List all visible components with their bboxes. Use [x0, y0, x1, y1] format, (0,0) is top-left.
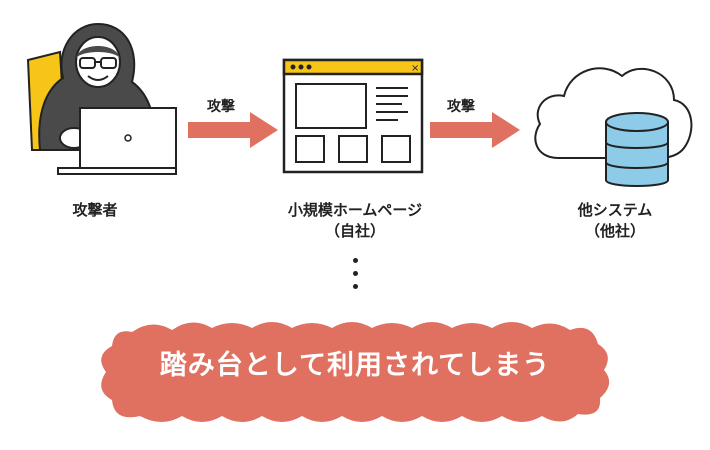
dot-icon [352, 271, 358, 276]
vertical-ellipsis [351, 258, 359, 297]
website-label-line2: （自社） [324, 222, 385, 240]
warning-banner-shape [101, 322, 610, 422]
attack-arrow-2 [430, 112, 520, 148]
website-label: 小規模ホームページ （自社） [260, 200, 450, 242]
warning-banner-text: 踏み台として利用されてしまう [159, 350, 551, 381]
attack-arrow-1 [188, 112, 278, 148]
website-label-line1: 小規模ホームページ [287, 201, 423, 219]
dot-icon [352, 258, 358, 263]
arrow2-label: 攻撃 [447, 99, 475, 115]
other-system-label-line1: 他システム [577, 201, 653, 219]
other-system-label: 他システム （他社） [555, 200, 675, 242]
cloud-database-icon [534, 67, 693, 187]
attacker-label: 攻撃者 [72, 201, 118, 219]
website-window-icon: × [282, 58, 424, 174]
arrow1-label: 攻撃 [207, 99, 235, 115]
attacker-illustration [26, 22, 177, 175]
svg-text:×: × [411, 63, 419, 74]
other-system-label-line2: （他社） [584, 222, 645, 240]
dot-icon [352, 284, 358, 289]
